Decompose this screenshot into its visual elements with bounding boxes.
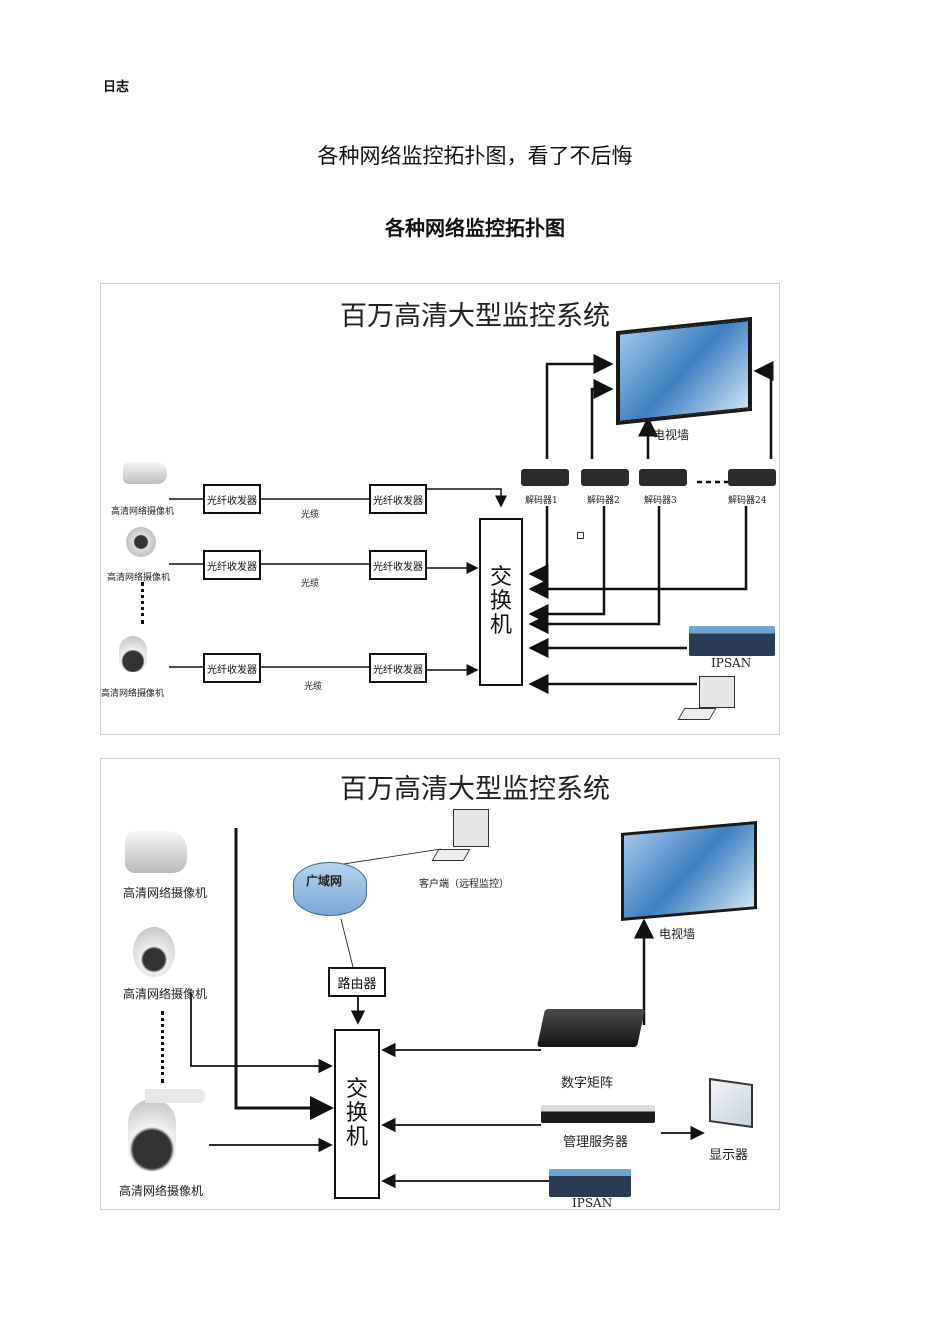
ipsan-label: IPSAN — [572, 1196, 613, 1210]
camera-label: 高清网络摄像机 — [107, 573, 171, 583]
diagram-2-wires — [190, 828, 705, 1189]
switch-label-char: 交 — [489, 564, 512, 590]
camera-label: 高清网络摄像机 — [119, 1184, 204, 1198]
fiber-transceiver: 光纤收发器 — [203, 653, 261, 683]
bullet-camera-icon — [125, 831, 187, 873]
decoder-label: 解码器1 — [525, 496, 558, 506]
fiber-transceiver: 光纤收发器 — [369, 550, 427, 580]
fiber-transceiver: 光纤收发器 — [203, 484, 261, 514]
digital-matrix-icon — [536, 1009, 646, 1047]
management-server-icon — [541, 1105, 655, 1123]
computer-icon — [699, 676, 735, 708]
decoder-icon — [581, 469, 629, 486]
cursor-marker-icon — [577, 532, 584, 539]
video-wall-label: 电视墙 — [653, 428, 690, 442]
document-title-text: 各种网络监控拓扑图，看了不后悔 — [317, 144, 633, 168]
ellipsis-dots-icon — [161, 1011, 164, 1083]
ptz-mount-icon — [145, 1089, 205, 1103]
fiber-transceiver: 光纤收发器 — [369, 484, 427, 514]
document-subtitle: 各种网络监控拓扑图 — [385, 216, 565, 240]
cable-label: 光缆 — [301, 579, 320, 589]
topology-diagram-1: 百万高清大型监控系统 高清网络摄像机 高清网络摄像机 — [100, 283, 780, 735]
ptz-camera-icon — [119, 636, 147, 672]
topology-diagram-2: 百万高清大型监控系统 高清网络摄像机 高清网络摄像机 高清网络摄像机 广域网 客… — [100, 758, 780, 1210]
ipsan-storage-icon — [549, 1169, 631, 1197]
cable-label: 光缆 — [301, 510, 320, 520]
camera-label: 高清网络摄像机 — [111, 507, 175, 517]
diagram-title: 百万高清大型监控系统 — [340, 774, 610, 805]
camera-label: 高清网络摄像机 — [123, 886, 208, 900]
switch-label-char: 换 — [345, 1100, 368, 1126]
router: 路由器 — [328, 967, 386, 997]
decoder-label: 解码器3 — [644, 496, 677, 506]
decoder-label: 解码器2 — [587, 496, 620, 506]
ellipsis-dots-icon — [141, 582, 144, 624]
mgmt-server-label: 管理服务器 — [563, 1135, 629, 1150]
document-title: 各种网络监控拓扑图，看了不后悔 — [0, 140, 950, 170]
dome-camera-icon — [133, 927, 175, 977]
ipsan-label: IPSAN — [711, 656, 752, 670]
decoder-icon — [728, 469, 776, 486]
camera-label: 高清网络摄像机 — [123, 987, 208, 1001]
header-label: 日志 — [103, 80, 130, 95]
ptz-camera-icon — [128, 1099, 176, 1171]
switch-label-char: 换 — [489, 588, 512, 614]
dome-camera-icon — [126, 527, 156, 557]
client-label: 客户端（远程监控） — [419, 879, 509, 890]
camera-label: 高清网络摄像机 — [101, 689, 165, 699]
switch-label-char: 机 — [345, 1125, 368, 1151]
video-wall-icon — [621, 821, 757, 921]
wan-cloud-icon — [293, 862, 367, 916]
wan-label: 广域网 — [306, 874, 343, 888]
decoder-icon — [639, 469, 687, 486]
network-switch: 交 换 机 — [479, 518, 523, 686]
decoder-icon — [521, 469, 569, 486]
bullet-camera-icon — [123, 462, 167, 484]
client-computer-icon — [453, 809, 489, 847]
ipsan-storage-icon — [689, 626, 775, 656]
matrix-label: 数字矩阵 — [561, 1076, 614, 1091]
display-label: 显示器 — [709, 1148, 749, 1163]
fiber-transceiver: 光纤收发器 — [203, 550, 261, 580]
display-monitor-icon — [709, 1077, 753, 1129]
diagram-title: 百万高清大型监控系统 — [340, 301, 610, 332]
switch-label-char: 机 — [489, 613, 512, 639]
network-switch: 交 换 机 — [334, 1029, 380, 1199]
cable-label: 光缆 — [304, 682, 323, 692]
switch-label-char: 交 — [345, 1076, 368, 1102]
decoder-label: 解码器24 — [728, 496, 767, 506]
diagram-1-wires — [169, 354, 774, 694]
video-wall-icon — [616, 316, 752, 426]
video-wall-label: 电视墙 — [659, 927, 696, 941]
fiber-transceiver: 光纤收发器 — [369, 653, 427, 683]
